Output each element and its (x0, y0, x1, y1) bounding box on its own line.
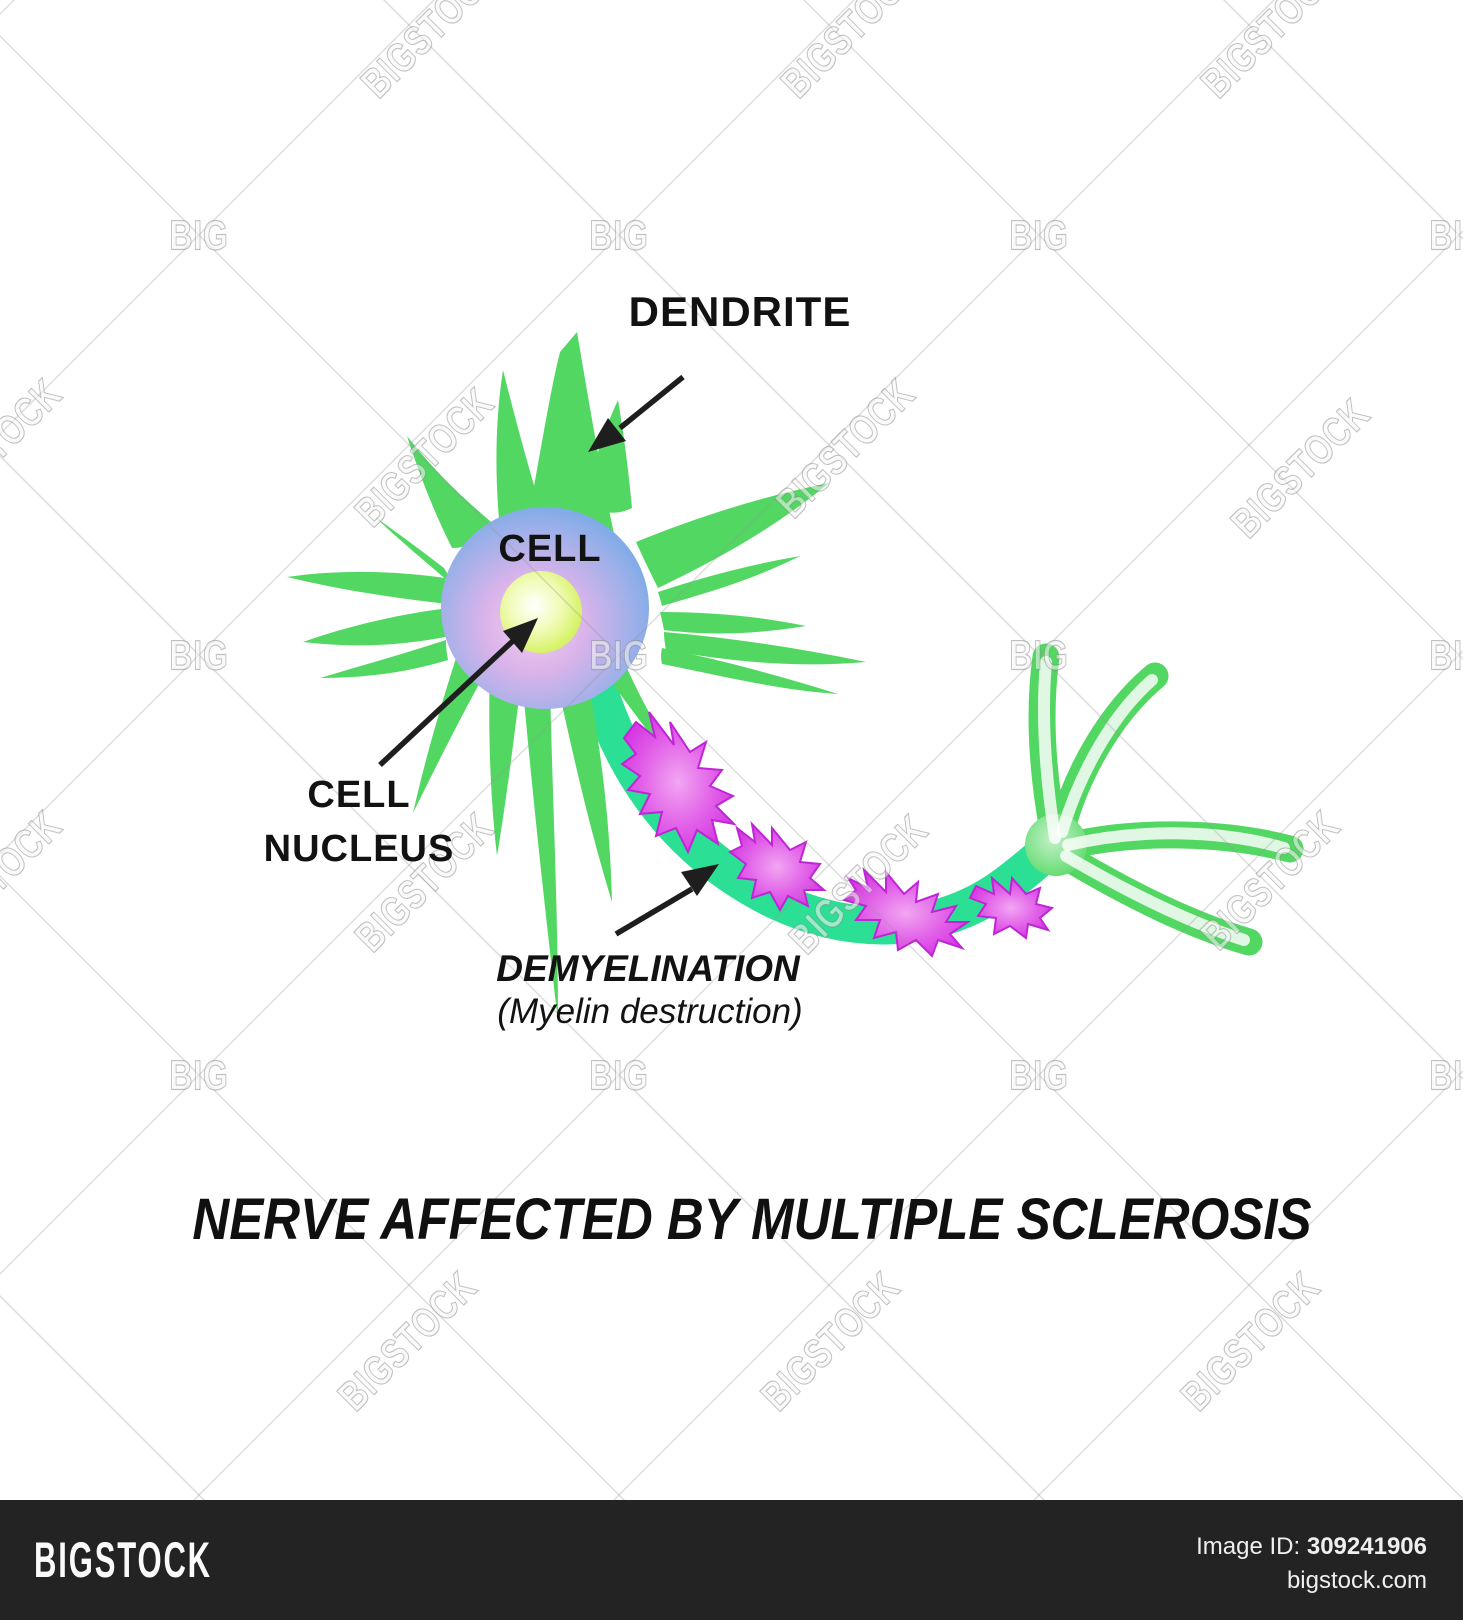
myelin-destruction-patches (620, 711, 1055, 958)
watermark-big: BIG (1009, 1051, 1068, 1098)
watermark-line (193, 230, 1463, 1500)
image-id-row: Image ID: 309241906 (1196, 1530, 1427, 1564)
watermark-line (0, 35, 1463, 1500)
myelin-patch (620, 711, 737, 855)
watermark-line (0, 0, 1275, 1275)
image-title: NERVE AFFECTED BY MULTIPLE SCLEROSIS (116, 1186, 1388, 1253)
watermark-bigstock: BIGSTOCK (1192, 0, 1349, 106)
watermark-big: BIG (169, 631, 228, 678)
website-url: bigstock.com (1286, 1567, 1427, 1594)
neuron-illustration (287, 332, 1304, 1022)
watermark-big: BIG (1429, 631, 1463, 678)
watermark-bigstock: BIGSTOCK (772, 0, 929, 106)
watermark-line (0, 875, 625, 1500)
axon-terminal (1025, 643, 1304, 956)
cell-label: CELL (498, 528, 602, 570)
watermark-big: BIG (1429, 1051, 1463, 1098)
myelin-patch (728, 820, 827, 913)
bigstock-logo: BIGSTOCK (34, 1532, 212, 1588)
watermark-bigstock: BIGSTOCK (0, 370, 70, 527)
watermark-big: BIG (589, 211, 648, 258)
watermark-line (0, 0, 435, 435)
cell-nucleus-label-line1: CELL (307, 774, 411, 816)
demyelination-arrowhead (681, 864, 719, 896)
myelin-patch (968, 875, 1055, 940)
image-title-text: NERVE AFFECTED BY MULTIPLE SCLEROSIS (192, 1187, 1312, 1252)
watermark-big: BIG (1009, 631, 1068, 678)
nucleus-arrow (378, 635, 518, 768)
watermark-line (613, 650, 1463, 1500)
demyelination-sublabel: (Myelin destruction) (497, 992, 803, 1031)
dendrite-arrowhead (588, 418, 626, 452)
watermark-big: BIG (169, 211, 228, 258)
annotation-arrows (378, 374, 719, 937)
cell-nucleus-label-line2: NUCLEUS (263, 828, 455, 870)
watermark-line (1223, 0, 1463, 240)
myelin-patch (841, 866, 972, 958)
watermark-big: BIG (169, 1051, 228, 1098)
watermark-big: BIG (1429, 211, 1463, 258)
nucleus-arrowhead (503, 618, 538, 653)
watermark-bigstock: BIGSTOCK (352, 0, 509, 106)
demyelination-arrow (614, 886, 694, 937)
watermark-line (1033, 1070, 1463, 1500)
image-id-label: Image ID: (1196, 1533, 1301, 1560)
watermark-bigstock: BIGSTOCK (1222, 390, 1379, 547)
watermark-big: BIG (589, 631, 648, 678)
demyelination-label: DEMYELINATION (496, 948, 800, 989)
dendrite-arrow (618, 374, 685, 431)
cell-nucleus-label: CELL NUCLEUS (264, 768, 455, 876)
bigstock-footer-bar (0, 1500, 1463, 1620)
watermark-line (383, 0, 1463, 1080)
watermark-layer: BIG BIG BIG BIG BIG BIG BIG BIG BIG BIG BIG BIG BIGS… (0, 0, 1463, 1500)
watermark-line (803, 0, 1463, 660)
watermark-line (0, 455, 1045, 1500)
watermark-line (0, 1295, 205, 1500)
neuron-diagram: BIG BIG BIG BIG BIG BIG BIG BIG BIG BIG BIG BIG BIGS… (0, 0, 1463, 1500)
footer-image-info: Image ID: 309241906 bigstock.com (1196, 1530, 1427, 1598)
watermark-bigstock: BIGSTOCK (767, 370, 924, 527)
dendrite-label: DENDRITE (628, 288, 852, 335)
watermark-line (0, 0, 855, 855)
watermark-big: BIG (1009, 211, 1068, 258)
watermark-big: BIG (589, 1051, 648, 1098)
image-id-value: 309241906 (1306, 1533, 1427, 1560)
